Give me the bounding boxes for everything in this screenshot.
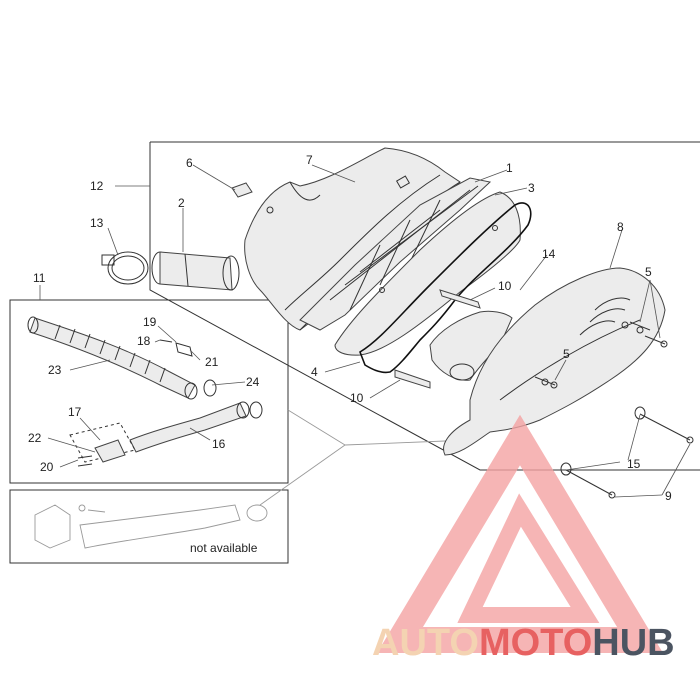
callout-24: 24 xyxy=(246,375,260,389)
corrugated-hose xyxy=(27,316,198,400)
inlet-sleeve xyxy=(151,251,240,291)
callout-6: 6 xyxy=(186,156,193,170)
callout-15: 15 xyxy=(627,457,641,471)
watermark-triangle-icon xyxy=(377,414,663,653)
ring-24 xyxy=(203,379,217,397)
callout-22: 22 xyxy=(28,431,42,445)
callout-19: 19 xyxy=(143,315,157,329)
watermark-moto: MOTO xyxy=(479,622,592,664)
callout-labels: 1 2 3 4 5 5 6 7 8 9 10 10 11 12 13 14 15… xyxy=(28,153,672,503)
mounting-rods xyxy=(394,289,481,389)
callout-23: 23 xyxy=(48,363,62,377)
hose-clamp xyxy=(101,251,149,285)
hose-bracket xyxy=(159,339,193,357)
bolts-set xyxy=(560,406,694,499)
screws-set xyxy=(534,321,668,389)
callout-17: 17 xyxy=(68,405,82,419)
callout-10a: 10 xyxy=(498,279,512,293)
breather-hose xyxy=(129,401,263,453)
callout-5a: 5 xyxy=(645,265,652,279)
callout-2: 2 xyxy=(178,196,185,210)
not-available-sketch xyxy=(34,504,268,549)
callout-10b: 10 xyxy=(350,391,364,405)
callout-20: 20 xyxy=(40,460,54,474)
main-assembly-frame xyxy=(149,141,700,471)
cover-gasket xyxy=(359,202,532,374)
group-leader-lines xyxy=(259,409,471,506)
not-available-label: not available xyxy=(190,541,258,555)
air-filter-frame xyxy=(299,177,492,331)
callout-5b: 5 xyxy=(563,347,570,361)
callout-14: 14 xyxy=(542,247,556,261)
callout-3: 3 xyxy=(528,181,535,195)
watermark-auto: AUTO xyxy=(372,622,479,664)
clip-nut xyxy=(231,182,253,198)
callout-18: 18 xyxy=(137,334,151,348)
automotohub-watermark: AUTOMOTOHUB xyxy=(372,414,675,664)
callout-12: 12 xyxy=(90,179,104,193)
filter-element xyxy=(334,191,521,356)
not-available-box xyxy=(9,489,289,564)
hose-support-bracket xyxy=(69,422,136,467)
callout-1: 1 xyxy=(506,161,513,175)
callout-8: 8 xyxy=(617,220,624,234)
callout-11: 11 xyxy=(33,271,46,285)
callout-4: 4 xyxy=(311,365,318,379)
callout-leaders xyxy=(39,164,691,498)
hose-kit-box xyxy=(9,299,289,484)
svg-text:AUTOMOTOHUB: AUTOMOTOHUB xyxy=(372,622,675,664)
callout-13: 13 xyxy=(90,216,104,230)
watermark-hub: HUB xyxy=(592,622,674,664)
callout-21: 21 xyxy=(205,355,219,369)
callout-7: 7 xyxy=(306,153,313,167)
callout-16: 16 xyxy=(212,437,226,451)
callout-9: 9 xyxy=(665,489,672,503)
airbox-cover xyxy=(443,267,666,456)
